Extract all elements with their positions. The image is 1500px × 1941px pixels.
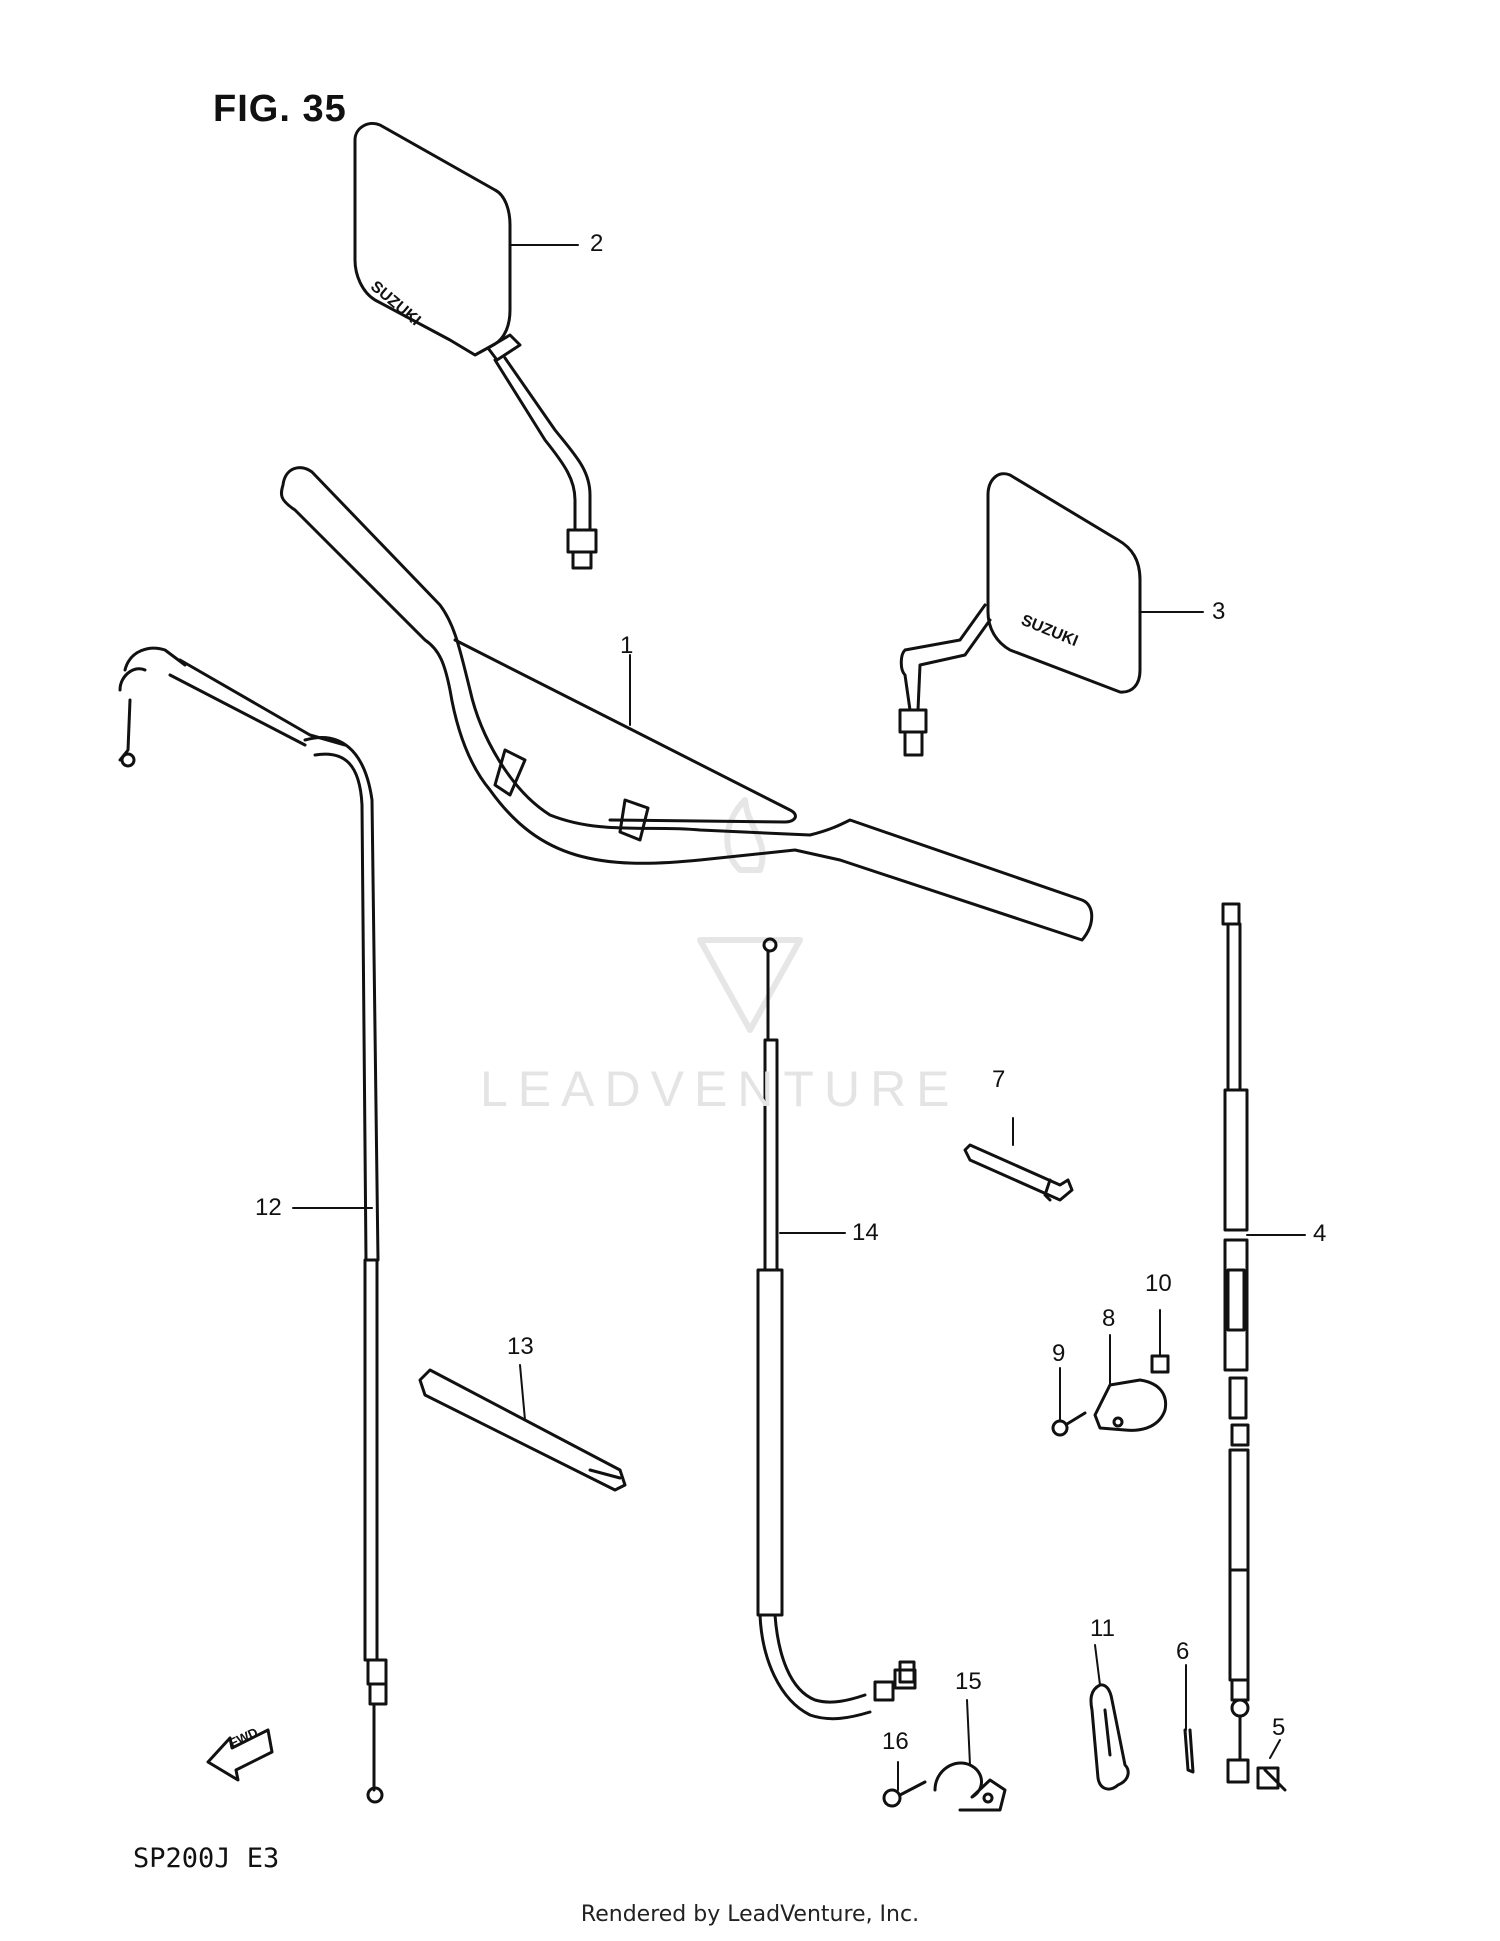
- mirror-right: [898, 472, 1142, 757]
- lever-11: [1089, 1683, 1130, 1791]
- footer-credit: Rendered by LeadVenture, Inc.: [580, 1902, 920, 1927]
- leader-lines: [292, 244, 1306, 1791]
- callout-9: 9: [1052, 1340, 1066, 1367]
- callout-14: 14: [852, 1219, 879, 1246]
- callout-5: 5: [1272, 1714, 1286, 1741]
- brake-cable: [756, 937, 917, 1721]
- clutch-cable: [1221, 902, 1250, 1784]
- cable-tie: [418, 1368, 627, 1492]
- figure-title: FIG. 35: [213, 88, 347, 130]
- callout-2: 2: [590, 230, 604, 257]
- throttle-cable: [118, 646, 388, 1804]
- watermark-text: LEADVENTURE: [480, 1061, 960, 1117]
- callout-16: 16: [882, 1728, 909, 1755]
- nut-10: [1150, 1354, 1170, 1374]
- model-code: SP200J E3: [133, 1843, 280, 1874]
- cotter-pin: [1183, 1728, 1195, 1774]
- callout-10: 10: [1145, 1270, 1172, 1297]
- callout-11: 11: [1090, 1615, 1115, 1642]
- clamp-15: [933, 1761, 1007, 1812]
- clamp-8: [1093, 1378, 1168, 1432]
- callout-7: 7: [992, 1066, 1006, 1093]
- callout-8: 8: [1102, 1305, 1116, 1332]
- callout-12: 12: [255, 1194, 282, 1221]
- callout-3: 3: [1212, 598, 1226, 625]
- bolt-16: [882, 1780, 927, 1808]
- callout-4: 4: [1313, 1220, 1327, 1247]
- fwd-arrow-icon: [206, 1728, 274, 1782]
- bolt-5: [1256, 1766, 1287, 1792]
- screw-9: [1051, 1411, 1087, 1437]
- mirror-left: [353, 122, 598, 570]
- callout-6: 6: [1176, 1638, 1190, 1665]
- callout-15: 15: [955, 1668, 982, 1695]
- holder-7: [963, 1143, 1074, 1202]
- callout-1: 1: [620, 632, 634, 659]
- handlebar: [280, 466, 1094, 942]
- callout-13: 13: [507, 1333, 534, 1360]
